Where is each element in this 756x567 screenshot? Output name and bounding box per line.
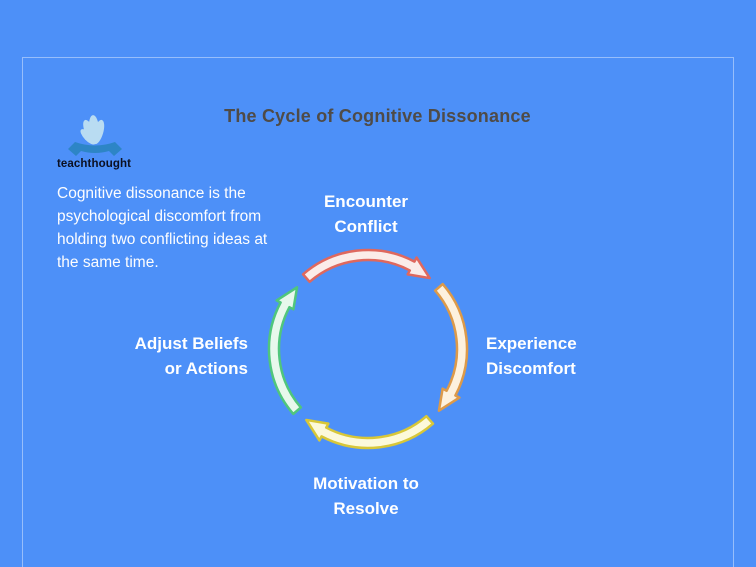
cycle-arrow-top	[301, 248, 431, 284]
teachthought-logo: teachthought	[57, 113, 147, 170]
cycle-step-label-motivation-to-resolve: Motivation to Resolve	[313, 474, 419, 518]
cycle-arrow-bottom	[305, 414, 435, 450]
teachthought-logo-text: teachthought	[57, 158, 132, 170]
logo-ribbon-shape	[68, 142, 122, 156]
intro-paragraph: Cognitive dissonance is the psychologica…	[57, 185, 268, 271]
cycle-arrow-right	[433, 282, 469, 412]
cycle-arrow-left	[267, 286, 303, 416]
cycle-step-label-adjust-beliefs-or-actions: Adjust Beliefs or Actions	[134, 334, 248, 378]
cycle-diagram	[267, 248, 469, 450]
page-title: The Cycle of Cognitive Dissonance	[224, 106, 531, 126]
teachthought-wing-icon	[68, 115, 122, 156]
cycle-step-label-encounter-conflict: Encounter Conflict	[323, 192, 409, 236]
cycle-step-label-experience-discomfort: Experience Discomfort	[486, 334, 577, 378]
